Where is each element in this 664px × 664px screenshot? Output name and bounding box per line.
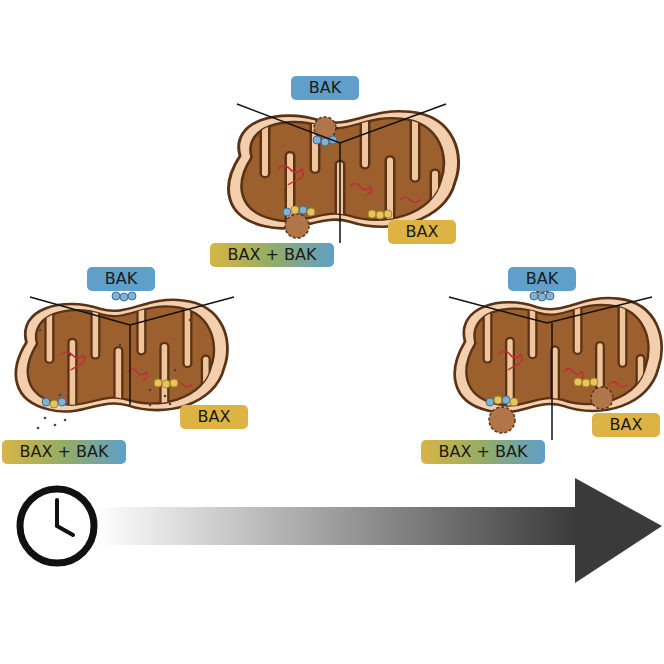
- protein-label: BAX + BAK: [20, 442, 109, 462]
- protein-label: BAX + BAK: [439, 442, 528, 462]
- bax-label-box: BAX: [180, 405, 248, 429]
- bax-label-box: BAX: [592, 413, 660, 437]
- bax-bak-label-box: BAX + BAK: [210, 243, 334, 267]
- protein-label: BAX: [406, 222, 439, 242]
- protein-label: BAX: [610, 415, 643, 435]
- bax-label-box: BAX: [388, 220, 456, 244]
- protein-label: BAK: [526, 269, 558, 289]
- protein-label: BAX + BAK: [228, 245, 317, 265]
- bax-bak-label-box: BAX + BAK: [2, 440, 126, 464]
- protein-label: BAK: [309, 78, 341, 98]
- protein-label: BAK: [105, 269, 137, 289]
- bak-label-box: BAK: [508, 267, 576, 291]
- protein-label: BAX: [198, 407, 231, 427]
- bax-bak-label-box: BAX + BAK: [421, 440, 545, 464]
- bak-label-box: BAK: [291, 76, 359, 100]
- bak-label-box: BAK: [87, 267, 155, 291]
